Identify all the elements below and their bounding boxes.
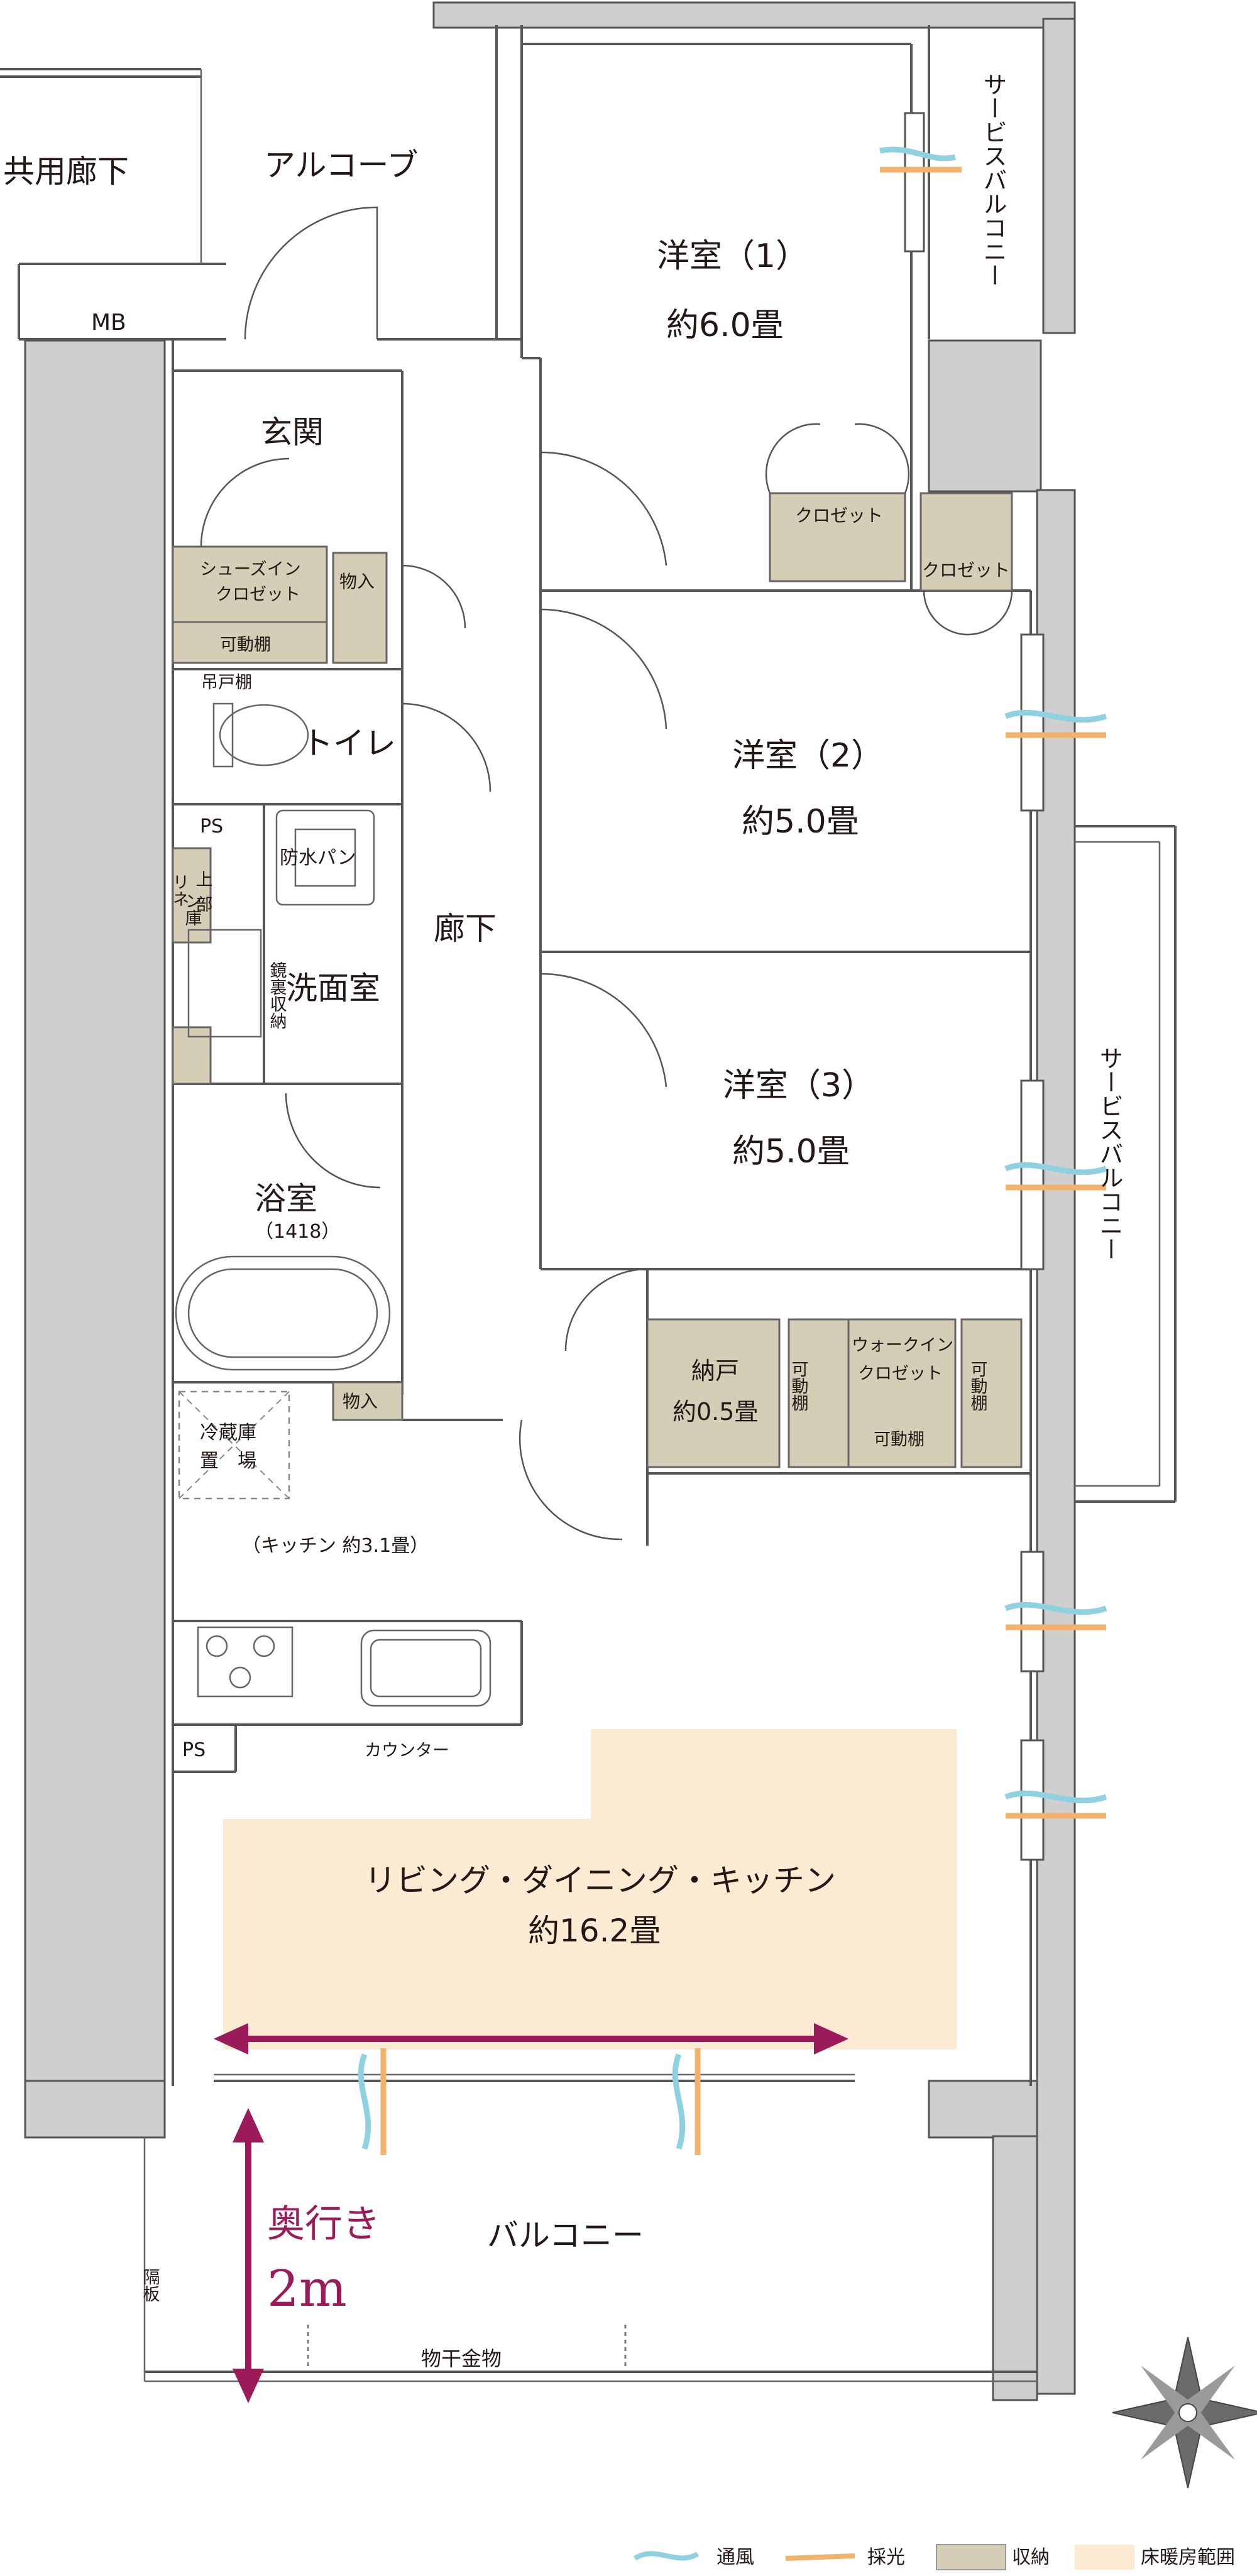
- label-fridge-1: 冷蔵庫: [200, 1422, 256, 1444]
- label-hanging-shelf: 吊戸棚: [201, 673, 252, 692]
- depth-arrow: [233, 2108, 264, 2403]
- label-wic-1: ウォークイン: [852, 1336, 953, 1355]
- label-linen-2: ン庫: [182, 892, 202, 926]
- label-closet2: クロゼット: [922, 560, 1010, 581]
- label-counter: カウンター: [365, 1741, 449, 1760]
- label-storage2: 物入: [343, 1391, 378, 1412]
- label-wic-2: クロゼット: [858, 1364, 943, 1384]
- label-western3-name: 洋室（3）: [723, 1067, 874, 1105]
- room-labels: 共用廊下 アルコーブ MB 洋室（1） 約6.0畳 クロゼット クロゼット サー…: [3, 72, 1123, 2371]
- label-fridge-2: 置 場: [200, 1450, 256, 1472]
- label-bathroom: 浴室: [255, 1181, 317, 1217]
- legend-ventilation-swatch: [633, 2551, 699, 2561]
- label-movable-shelf-a: 可動棚: [789, 1360, 809, 1411]
- label-washroom: 洗面室: [286, 970, 380, 1007]
- label-closet1: クロゼット: [795, 505, 883, 526]
- label-shoes-closet-1: シューズイン: [200, 560, 301, 579]
- label-depth-value: 2m: [267, 2259, 347, 2318]
- storage-blocks: [172, 492, 1023, 1468]
- label-mb: MB: [91, 310, 126, 336]
- label-service-balcony-top: サービスバルコニー: [979, 72, 1007, 287]
- label-movable-shelf-b: 可動棚: [874, 1430, 925, 1449]
- label-waterproof-pan: 防水パン: [280, 847, 356, 869]
- label-common-corridor: 共用廊下: [3, 153, 129, 190]
- legend-daylight-swatch: [785, 2553, 855, 2561]
- window-marks: [358, 112, 1107, 2155]
- doors: [200, 206, 1013, 1541]
- label-toilet: トイレ: [302, 725, 396, 761]
- label-shoes-closet-2: クロゼット: [216, 585, 300, 604]
- label-bathroom-size: （1418）: [255, 1221, 340, 1243]
- compass-icon: [1112, 2337, 1257, 2489]
- label-kitchen: （キッチン 約3.1畳）: [242, 1535, 429, 1557]
- label-upper-2: 部: [193, 895, 212, 912]
- legend-ventilation-label: 通風: [716, 2546, 754, 2568]
- label-balcony: バルコニー: [487, 2217, 644, 2254]
- floor-heating-area: [223, 1729, 957, 2049]
- structural-walls: [24, 1, 1076, 2401]
- label-mirror-storage: 鏡裏収納: [267, 961, 287, 1029]
- label-hallway: 廊下: [434, 910, 497, 947]
- label-ps2: PS: [182, 1739, 206, 1761]
- label-ps1: PS: [200, 816, 223, 838]
- label-linen-1: リネ: [170, 873, 189, 907]
- label-storage1: 物入: [339, 571, 375, 592]
- partitions: [0, 25, 1177, 2382]
- label-western1-name: 洋室（1）: [657, 237, 808, 275]
- fixtures: [175, 702, 491, 1707]
- legend-daylight-label: 採光: [867, 2546, 905, 2568]
- label-depth: 奥行き: [267, 2202, 380, 2246]
- label-movable-shelf-c: 可動棚: [968, 1360, 988, 1411]
- legend-floor-heating-label: 床暖房範囲: [1141, 2546, 1235, 2568]
- legend-storage-swatch: [936, 2544, 1006, 2570]
- label-movable-shelf-1: 可動棚: [220, 635, 271, 655]
- label-clothes-hanger: 物干金物: [421, 2347, 502, 2371]
- label-upper-1: 上: [193, 870, 212, 887]
- label-western2-size: 約5.0畳: [742, 803, 859, 841]
- label-partition: 隔板: [140, 2268, 160, 2302]
- label-western2-name: 洋室（2）: [732, 737, 884, 775]
- legend: 通風 採光 収納 床暖房範囲: [633, 2544, 1235, 2570]
- width-arrow: [214, 2023, 848, 2055]
- label-western3-size: 約5.0畳: [732, 1133, 850, 1171]
- label-ldk-size: 約16.2畳: [528, 1913, 661, 1949]
- label-nando-name: 納戸: [691, 1357, 739, 1385]
- label-ldk-name: リビング・ダイニング・キッチン: [365, 1862, 836, 1899]
- label-nando-size: 約0.5畳: [672, 1398, 758, 1426]
- label-service-balcony-right: サービスバルコニー: [1095, 1046, 1123, 1261]
- legend-storage-label: 収納: [1012, 2546, 1050, 2568]
- label-western1-size: 約6.0畳: [666, 307, 784, 344]
- label-alcove: アルコーブ: [264, 147, 419, 183]
- label-entrance: 玄関: [261, 414, 324, 450]
- legend-floor-heating-swatch: [1075, 2545, 1134, 2570]
